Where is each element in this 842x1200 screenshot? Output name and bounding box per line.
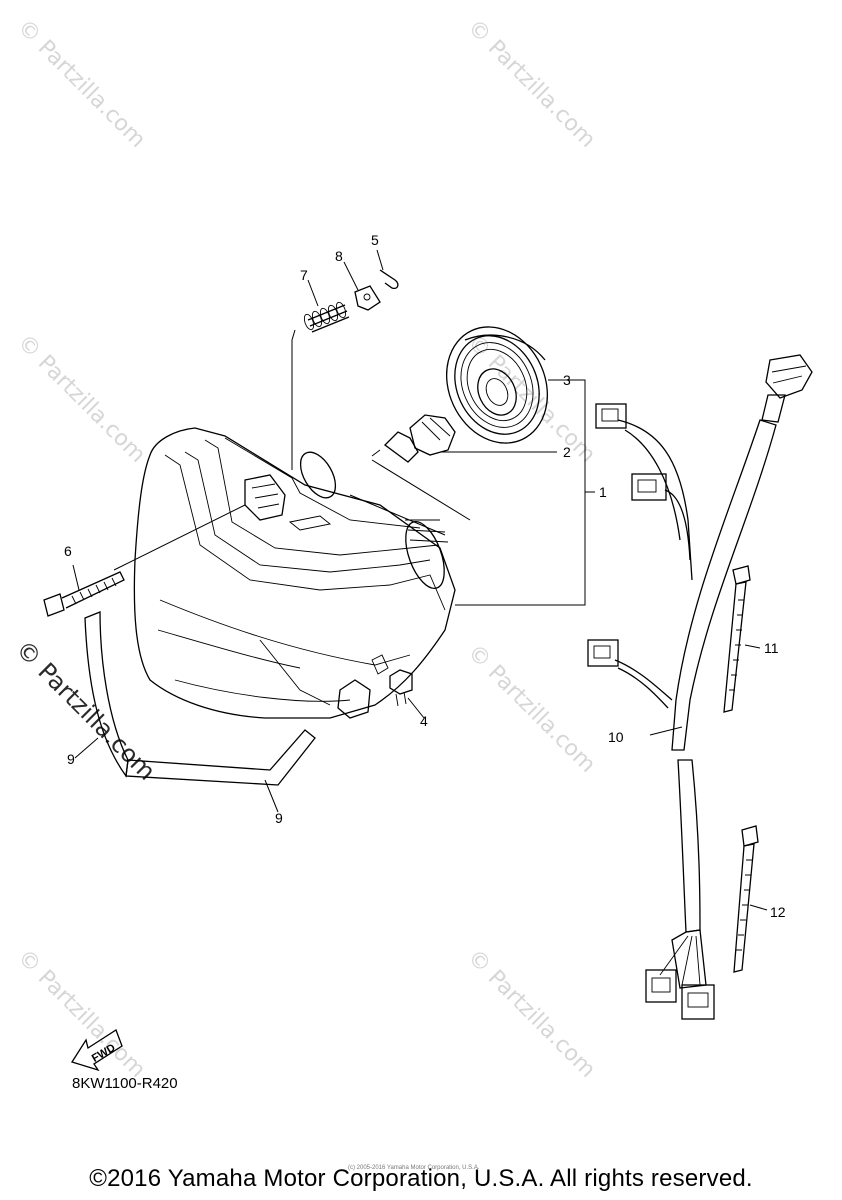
adjust-screw xyxy=(389,669,413,707)
bulb-cover xyxy=(445,326,549,444)
callout-12: 12 xyxy=(770,904,786,920)
copyright-notice: ©2016 Yamaha Motor Corporation, U.S.A. A… xyxy=(89,1165,753,1192)
callout-9a: 9 xyxy=(67,751,75,767)
diagram-code: 8KW1100-R420 xyxy=(72,1075,178,1092)
callout-9b: 9 xyxy=(275,810,283,826)
trim-strip xyxy=(84,611,316,786)
callout-3: 3 xyxy=(563,372,571,388)
callout-10: 10 xyxy=(608,729,624,745)
callout-1: 1 xyxy=(599,484,607,500)
callout-5: 5 xyxy=(371,232,379,248)
callout-7: 7 xyxy=(300,267,308,283)
tiny-copyright: (c) 2005-2016 Yamaha Motor Corporation, … xyxy=(348,1165,480,1171)
wire-harness xyxy=(587,354,813,1020)
cable-tie xyxy=(723,565,751,713)
callout-2: 2 xyxy=(563,444,571,460)
leader-lines xyxy=(72,249,768,911)
callout-6: 6 xyxy=(64,543,72,559)
clip xyxy=(379,269,399,290)
nut xyxy=(354,285,381,311)
callout-8: 8 xyxy=(335,248,343,264)
fwd-label: FWD xyxy=(90,1042,118,1065)
screw xyxy=(43,571,125,617)
callout-4: 4 xyxy=(420,713,428,729)
spring xyxy=(303,301,350,333)
fwd-arrow-icon: FWD xyxy=(70,1029,123,1072)
headlight-bulb xyxy=(371,414,456,463)
callout-11: 11 xyxy=(764,640,779,656)
cable-tie xyxy=(733,825,759,973)
headlight-housing xyxy=(133,427,456,719)
